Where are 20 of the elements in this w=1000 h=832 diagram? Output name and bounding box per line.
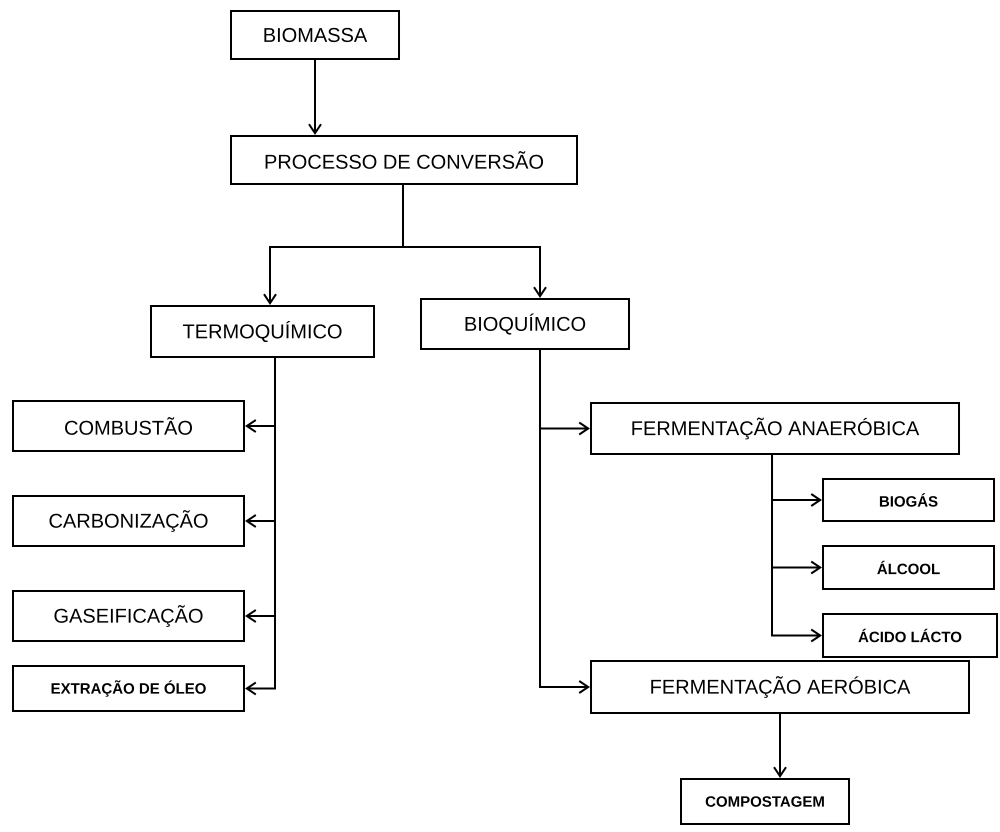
process-box: PROCESSO DE CONVERSÃO xyxy=(230,135,578,185)
process-box: BIOGÁS xyxy=(822,478,996,522)
arrow xyxy=(245,358,276,696)
process-box: BIOMASSA xyxy=(230,10,400,60)
process-box: COMBUSTÃO xyxy=(12,400,245,452)
process-box: CARBONIZAÇÃO xyxy=(12,495,245,547)
process-box: FERMENTAÇÃO ANAERÓBICA xyxy=(590,402,960,455)
arrow xyxy=(771,455,822,642)
process-box: EXTRAÇÃO DE ÓLEO xyxy=(12,665,245,712)
process-box: COMPOSTAGEM xyxy=(680,778,850,825)
process-box: ÁCIDO LÁCTO xyxy=(822,613,998,658)
process-box: FERMENTAÇÃO AERÓBICA xyxy=(590,660,970,714)
process-box: BIOQUÍMICO xyxy=(420,298,630,350)
arrow xyxy=(308,60,322,135)
process-box: TERMOQUÍMICO xyxy=(150,305,375,358)
arrow xyxy=(402,185,547,298)
process-box: GASEIFICAÇÃO xyxy=(12,590,245,642)
arrow xyxy=(773,714,787,778)
arrow xyxy=(539,350,590,694)
process-box: ÁLCOOL xyxy=(822,545,996,590)
